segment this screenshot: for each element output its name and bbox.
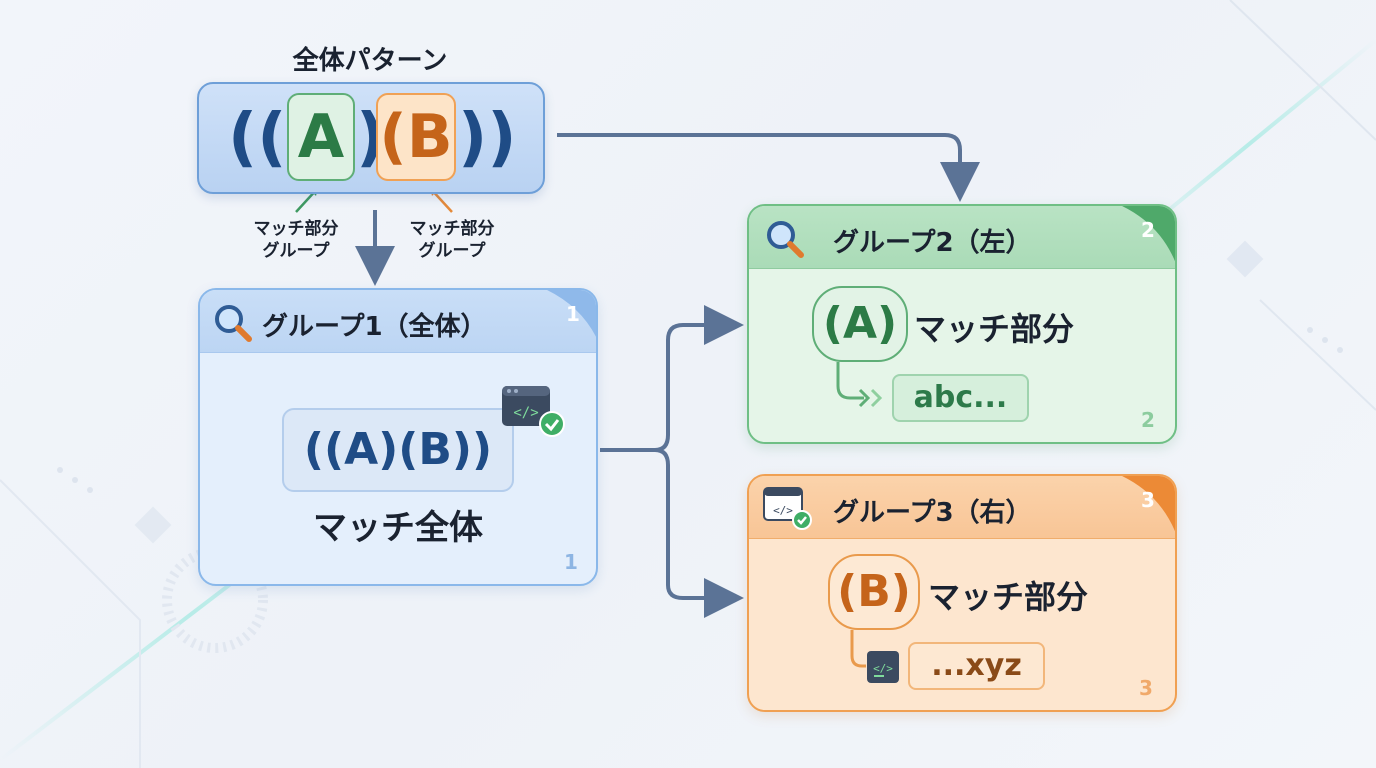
- pattern-paren-open: ((: [228, 101, 287, 175]
- group1-header: [200, 290, 596, 353]
- code-check-icon: </>: [763, 487, 812, 530]
- group2-corner-tab: [1122, 206, 1175, 262]
- label-left-line2: グループ: [262, 241, 330, 261]
- group3-corner-number: 3: [1141, 488, 1155, 512]
- group2-match-label: マッチ部分: [914, 310, 1075, 348]
- label-right-line2: グループ: [418, 241, 486, 261]
- group3-match-label: マッチ部分: [928, 578, 1089, 616]
- svg-text:</>: </>: [873, 662, 893, 675]
- terminal-icon: </>: [867, 651, 899, 683]
- group2-chip: (A): [812, 286, 908, 362]
- group2-value: abc...: [892, 374, 1029, 422]
- group1-title: グループ1（全体）: [262, 312, 487, 342]
- group2-title: グループ2（左）: [833, 228, 1032, 258]
- group3-footer-number: 3: [1139, 676, 1153, 700]
- group2-corner-number: 2: [1141, 218, 1155, 242]
- pattern-group-b-text: (B: [379, 102, 453, 172]
- pattern-box: [197, 82, 545, 194]
- group3-header: [749, 476, 1175, 539]
- group3-title: グループ3（右）: [833, 498, 1032, 528]
- group3-connector: [850, 630, 866, 668]
- pattern-group-a-chip: A: [287, 93, 355, 181]
- group1-match-label: マッチ全体: [313, 508, 483, 548]
- group1-corner-number: 1: [566, 302, 580, 326]
- group3-value: ...xyz: [908, 642, 1045, 690]
- group3-chip: (B): [828, 554, 920, 630]
- arrow-branch-group2: [654, 305, 744, 452]
- label-left-line1: マッチ部分: [253, 219, 339, 239]
- group2-footer-number: 2: [1141, 408, 1155, 432]
- svg-text:</>: </>: [773, 504, 793, 517]
- group3-card: 3 グループ3（右） 3: [747, 474, 1177, 712]
- group1-footer-number: 1: [564, 550, 578, 574]
- svg-text:</>: </>: [513, 405, 538, 421]
- pattern-paren-close: )): [458, 101, 517, 175]
- group2-chevron-connector: [836, 362, 883, 408]
- pattern-title: 全体パターン: [292, 46, 448, 76]
- code-check-icon: </>: [502, 386, 565, 437]
- search-icon: [767, 221, 804, 258]
- group1-corner-tab: [547, 290, 596, 337]
- arrow-to-group2: [557, 133, 980, 202]
- group3-corner-tab: [1122, 476, 1175, 532]
- search-icon: [215, 305, 252, 342]
- label-match-group-right: マッチ部分 グループ: [396, 218, 508, 262]
- label-right-line1: マッチ部分: [409, 219, 495, 239]
- arrow-branch-group3: [654, 448, 744, 618]
- group1-pattern-pill: ((A)(B)): [282, 408, 514, 492]
- label-match-group-left: マッチ部分 グループ: [240, 218, 352, 262]
- pattern-group-b-chip: (B: [376, 93, 456, 181]
- group2-header: [749, 206, 1175, 269]
